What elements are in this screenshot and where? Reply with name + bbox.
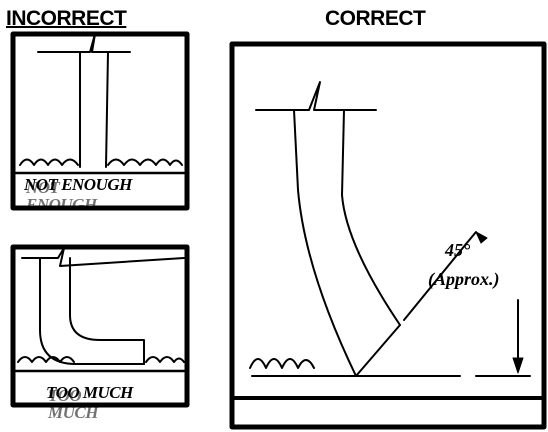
angle-dimension-ext <box>465 231 477 245</box>
angle-arrow-bottom <box>512 357 524 374</box>
too-much-panel <box>10 244 190 408</box>
too-much-part-outer <box>39 257 145 365</box>
too-much-caption: TOO MUCH TOO MUCH <box>46 383 133 421</box>
correct-cut-line <box>255 81 377 111</box>
too-much-liquid-left <box>17 356 75 363</box>
not-enough-caption-text: NOT ENOUGH <box>24 175 132 194</box>
not-enough-caption: NOT ENOUGH NOT ENOUGH <box>24 175 132 213</box>
angle-arrow-top <box>475 231 488 244</box>
approx-label: (Approx.) <box>428 269 500 289</box>
correct-frame <box>229 41 547 430</box>
correct-part-left <box>293 109 357 377</box>
too-much-caption-text: TOO MUCH <box>46 383 133 402</box>
too-much-part-inner <box>69 257 145 365</box>
not-enough-liquid-right <box>107 158 183 166</box>
not-enough-panel <box>10 31 190 211</box>
not-enough-part-right <box>105 51 109 168</box>
not-enough-cut-line <box>37 33 131 53</box>
angle-label: 45° <box>445 240 471 260</box>
not-enough-frame <box>10 31 190 211</box>
not-enough-liquid-left <box>19 158 79 166</box>
correct-heading: CORRECT <box>325 7 426 30</box>
too-much-liquid-right <box>145 356 185 363</box>
correct-panel <box>229 41 547 430</box>
too-much-caption-shadow: TOO MUCH <box>48 386 98 422</box>
not-enough-caption-shadow: NOT ENOUGH <box>26 178 97 214</box>
angle-dimension-line <box>403 243 467 321</box>
correct-part-tip <box>355 324 401 377</box>
correct-part-right <box>341 109 401 326</box>
too-much-frame <box>10 244 190 408</box>
correct-liquid-surface <box>249 358 315 369</box>
too-much-cut-line <box>21 247 185 267</box>
incorrect-heading: INCORRECT <box>6 7 127 30</box>
